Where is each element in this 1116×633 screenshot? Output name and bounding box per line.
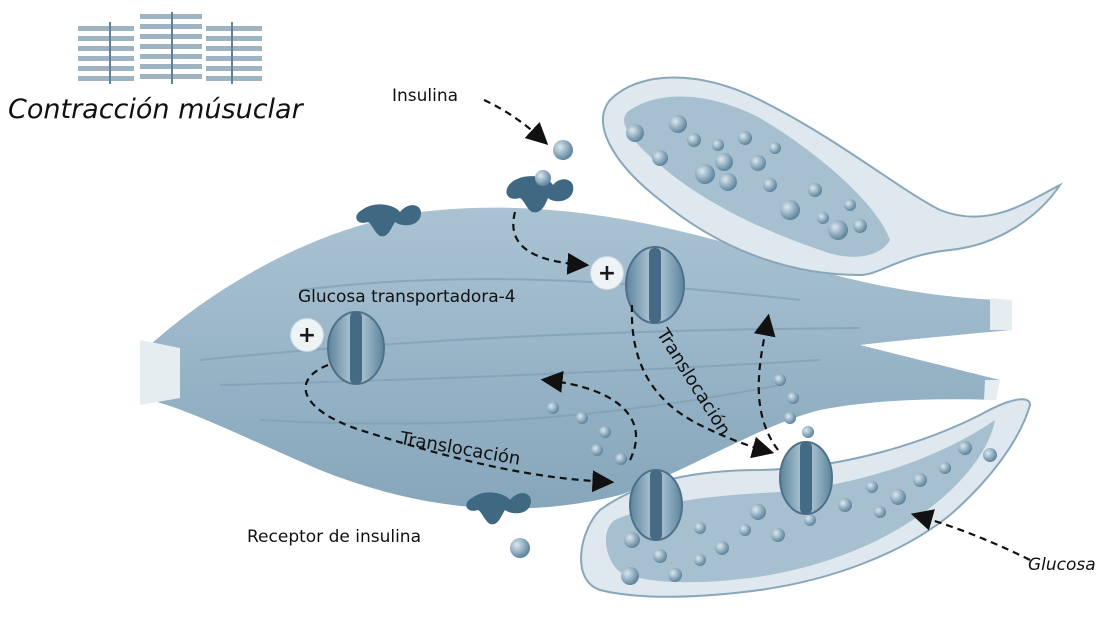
bound-insulin (535, 170, 551, 186)
plus-icon: + (290, 318, 324, 352)
label-insulina: Insulina (392, 86, 458, 106)
page-title: Contracción músuclar (8, 94, 303, 125)
label-glut4: Glucosa transportadora-4 (298, 287, 516, 307)
label-receptor: Receptor de insulina (247, 527, 421, 547)
arrow-insulin (484, 100, 545, 142)
label-glucosa: Glucosa (1028, 555, 1096, 575)
myofibril-icon (78, 12, 262, 84)
plus-icon: + (590, 256, 624, 290)
